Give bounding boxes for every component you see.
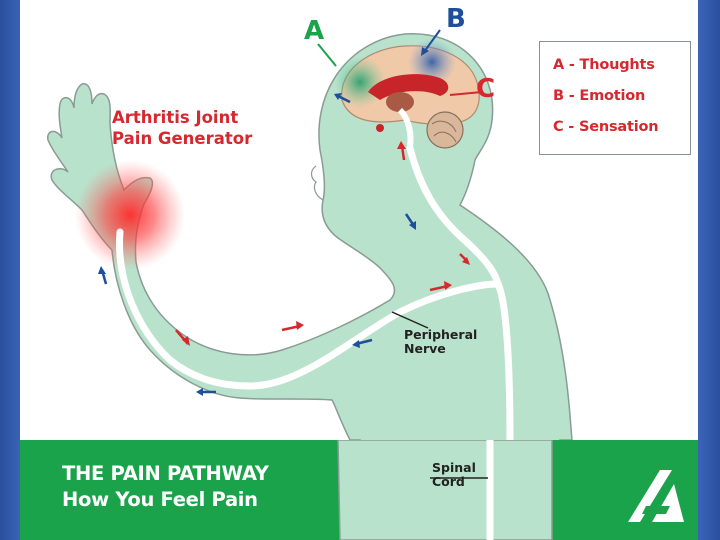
- thoughts-region-glow: [334, 56, 386, 108]
- joint-pain-generator-label-line2: Pain Generator: [112, 131, 252, 148]
- peripheral-nerve-label-line2: Nerve: [404, 343, 446, 356]
- body-lower-torso: [20, 440, 698, 540]
- legend-box: A - Thoughts B - Emotion C - Sensation: [539, 41, 691, 155]
- joint-pain-glow: [75, 160, 185, 270]
- label-c: C: [476, 76, 495, 102]
- legend-item-sensation: C - Sensation: [553, 119, 658, 135]
- face-profile-line: [312, 166, 324, 200]
- legend-item-thoughts: A - Thoughts: [553, 57, 655, 73]
- joint-pain-generator-label-line1: Arthritis Joint: [112, 110, 238, 127]
- legend-item-emotion: B - Emotion: [553, 88, 645, 104]
- label-b: B: [446, 6, 466, 32]
- stylized-a-logo-icon: [626, 466, 686, 526]
- footer-banner: THE PAIN PATHWAY How You Feel Pain Spina…: [20, 440, 698, 540]
- spinal-cord-label-line2: Cord: [432, 476, 465, 489]
- thalamus: [386, 92, 414, 112]
- label-a: A: [304, 18, 324, 44]
- spinal-cord-label-line1: Spinal: [432, 462, 476, 475]
- peripheral-nerve-label-line1: Peripheral: [404, 329, 477, 342]
- label-a-leader: [318, 44, 336, 66]
- cerebellum: [427, 112, 463, 148]
